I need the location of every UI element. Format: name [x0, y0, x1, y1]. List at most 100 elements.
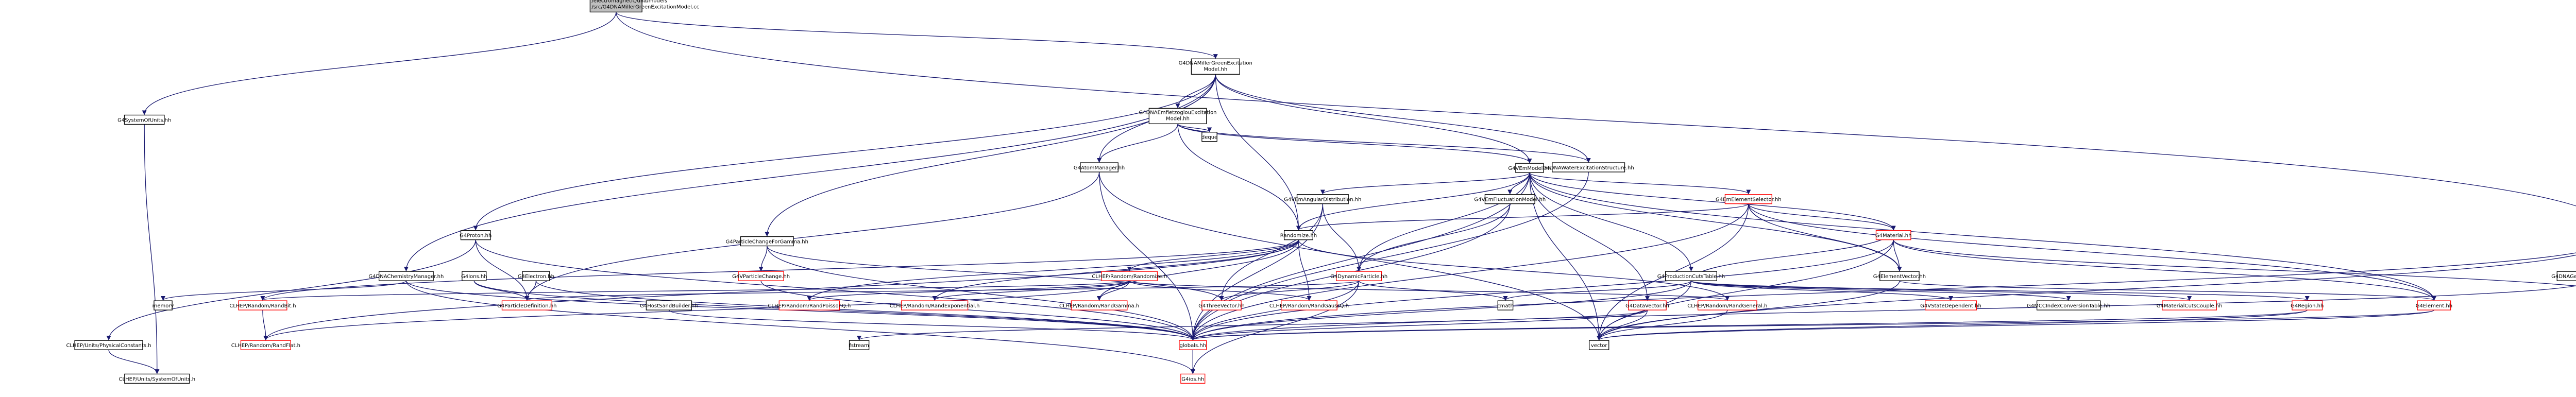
edge-material-to-globals	[1190, 239, 1894, 341]
node-randgeneral[interactable]: CLHEP/Random/RandGeneral.h	[1687, 300, 1767, 310]
node-memory[interactable]: memory	[152, 300, 174, 310]
edge-prodcuts-to-cmath	[1503, 280, 1692, 301]
node-box-g4ios	[1180, 373, 1206, 384]
node-mcccutsconv[interactable]: G4MCCIndexConversionTable.hh	[2027, 300, 2110, 310]
node-box-partdef	[501, 300, 552, 310]
edge-material-to-element	[1893, 239, 2436, 301]
node-millerh[interactable]: G4DNAMillerGreenExcitationModel.hh	[1179, 58, 1252, 75]
node-matcutscouple[interactable]: G4MaterialCutsCouple.hh	[2157, 300, 2223, 310]
edge-millerh-to-partchg	[765, 74, 1216, 237]
node-gions[interactable]: G4Ions.hh	[461, 271, 487, 281]
edge-millerh-to-proton	[473, 74, 1216, 231]
edge-vemangdist-to-globals	[1190, 203, 1323, 341]
node-label-clheprandomize: CLHEP/Random/Randomize.h	[1092, 274, 1167, 280]
node-embiased[interactable]: G4VEmModel.hh	[1508, 163, 1551, 173]
node-vector[interactable]: vector	[1588, 340, 1609, 350]
node-label-physconst: CLHEP/Units/PhysicalConstants.h	[66, 343, 151, 349]
node-waterexc[interactable]: G4DNAWaterExcitationStructure.hh	[1543, 162, 1634, 172]
node-box-partchg	[740, 236, 794, 247]
node-element[interactable]: G4Element.hh	[2416, 300, 2452, 310]
edge-element-to-vector	[1597, 309, 2435, 341]
node-label-vstatedep: G4VStateDependent.hh	[1920, 303, 1981, 309]
node-dynpart[interactable]: G4DynamicParticle.hh	[1330, 271, 1387, 281]
node-label-g4ios: G4ios.hh	[1181, 376, 1204, 382]
node-randgamma[interactable]: CLHEP/Random/RandGamma.h	[1059, 300, 1139, 310]
node-logmgr[interactable]: G4AtomManager.hh	[1074, 162, 1125, 172]
node-box-dynpart	[1336, 271, 1382, 281]
edge-emelemsel-to-material	[1748, 203, 1896, 231]
node-label-logmgr: G4AtomManager.hh	[1074, 165, 1125, 171]
node-vemangdist[interactable]: G4VEmAngularDistribution.hh	[1284, 194, 1361, 204]
node-label-vparticlechg: G4VParticleChange.hh	[732, 274, 790, 280]
edge-dnamolnames-to-globals	[1191, 285, 2576, 341]
node-sysofunits[interactable]: G4SystemOfUnits.hh	[117, 114, 171, 125]
edge-material-to-map	[1893, 239, 2576, 286]
node-label-root: /src/G4DNAMillerGreenExcitationModel.cc	[591, 4, 699, 10]
node-emelemsel[interactable]: G4EmElementSelector.hh	[1716, 194, 1782, 204]
node-randgauss[interactable]: CLHEP/Random/RandGaussQ.h	[1269, 300, 1349, 310]
edge-prodcuts-to-vector	[1597, 281, 1692, 341]
node-partdef[interactable]: G4ParticleDefinition.hh	[497, 300, 557, 310]
node-dnamolnames[interactable]: G4DNAGenericIonsManager.hh	[2551, 271, 2576, 281]
edge-prodcuts-to-mcccutsconv	[1690, 280, 2071, 301]
node-sysofunitsh[interactable]: CLHEP/Units/SystemOfUnits.h	[119, 373, 196, 384]
node-deque[interactable]: deque	[1201, 132, 1217, 142]
node-randpoisson[interactable]: CLHEP/Random/RandPoissonQ.h	[768, 300, 851, 310]
edge-embiased-to-datavec	[1529, 172, 1650, 301]
node-label-partchg: G4ParticleChangeForGamma.hh	[726, 239, 808, 245]
node-clheprandomize[interactable]: CLHEP/Random/Randomize.h	[1092, 271, 1167, 281]
node-randomize[interactable]: Randomize.hh	[1280, 230, 1317, 240]
edge-embiased-to-material	[1529, 172, 1896, 231]
edge-dnachem-to-globals	[405, 280, 1195, 341]
edge-emelemsel-to-element	[1748, 203, 2436, 301]
edge-dynpart-to-g4ios	[1190, 281, 1360, 374]
node-globals[interactable]: globals.hh	[1179, 340, 1207, 350]
node-fstream[interactable]: fstream	[849, 340, 870, 350]
edge-gions-to-partdef	[473, 280, 530, 301]
node-randexp[interactable]: CLHEP/Random/RandExponential.h	[890, 300, 980, 310]
node-label-globals: globals.hh	[1180, 343, 1207, 349]
node-datavec[interactable]: G4DataVector.hh	[1625, 300, 1669, 310]
node-randflat[interactable]: CLHEP/Random/RandFlat.h	[231, 340, 300, 350]
edge-proton-to-globals	[475, 239, 1195, 341]
edge-randbit-to-randflat	[262, 310, 268, 341]
node-cmath[interactable]: cmath	[1497, 300, 1514, 310]
node-label-threevec: G4ThreeVector.hh	[1198, 303, 1245, 309]
node-physconst[interactable]: CLHEP/Units/PhysicalConstants.h	[66, 340, 151, 350]
node-randbit[interactable]: CLHEP/Random/RandBit.h	[229, 300, 296, 310]
node-proton[interactable]: G4Proton.hh	[460, 230, 492, 240]
edge-embe-to-deque	[1177, 123, 1212, 132]
node-region[interactable]: G4Region.hh	[2291, 300, 2324, 310]
node-box-emelemsel	[1724, 194, 1772, 204]
node-material[interactable]: G4Material.hh	[1875, 230, 1912, 240]
node-prodcuts[interactable]: G4ProductionCutsTable.hh	[1657, 271, 1725, 281]
node-vstatedep[interactable]: G4VStateDependent.hh	[1920, 300, 1981, 310]
node-label-randgeneral: CLHEP/Random/RandGeneral.h	[1687, 303, 1767, 309]
edge-millerh-to-embiased	[1215, 74, 1532, 164]
node-label-deque: deque	[1201, 135, 1217, 141]
edge-millerh-to-waterexc	[1215, 74, 1591, 163]
node-elemvec[interactable]: G4ElementVector.hh	[1873, 271, 1926, 281]
node-box-sysofunitsh	[124, 373, 190, 384]
node-dnachem[interactable]: G4DNAChemistryManager.hh	[368, 271, 444, 281]
node-g4ios[interactable]: G4ios.hh	[1180, 373, 1206, 384]
node-electron[interactable]: G4Electron.hh	[518, 271, 554, 281]
edge-embe-to-embiased	[1177, 124, 1532, 164]
node-box-globals	[1179, 340, 1207, 350]
node-root[interactable]: source/processes/electromagnetic/dna/mod…	[589, 0, 699, 13]
node-vparticlechg[interactable]: G4VParticleChange.hh	[732, 271, 790, 281]
node-box-randgauss	[1281, 300, 1337, 310]
edge-millerh-to-embe	[1175, 74, 1216, 109]
node-box-region	[2292, 300, 2323, 310]
node-box-millerh	[1191, 58, 1240, 75]
edge-datavec-to-vector	[1597, 310, 1648, 341]
edge-logmgr-to-globals	[1098, 172, 1195, 341]
node-vemfluct[interactable]: G4VEmFluctuationModel.hh	[1474, 194, 1546, 204]
node-partchg[interactable]: G4ParticleChangeForGamma.hh	[726, 236, 808, 247]
edge-clheprandomize-to-randexp	[932, 280, 1130, 301]
node-box-randbit	[238, 300, 287, 310]
node-box-randpoisson	[778, 300, 840, 310]
node-hostsb[interactable]: G4HostSandBuilder.hh	[640, 300, 698, 310]
node-threevec[interactable]: G4ThreeVector.hh	[1198, 300, 1245, 310]
